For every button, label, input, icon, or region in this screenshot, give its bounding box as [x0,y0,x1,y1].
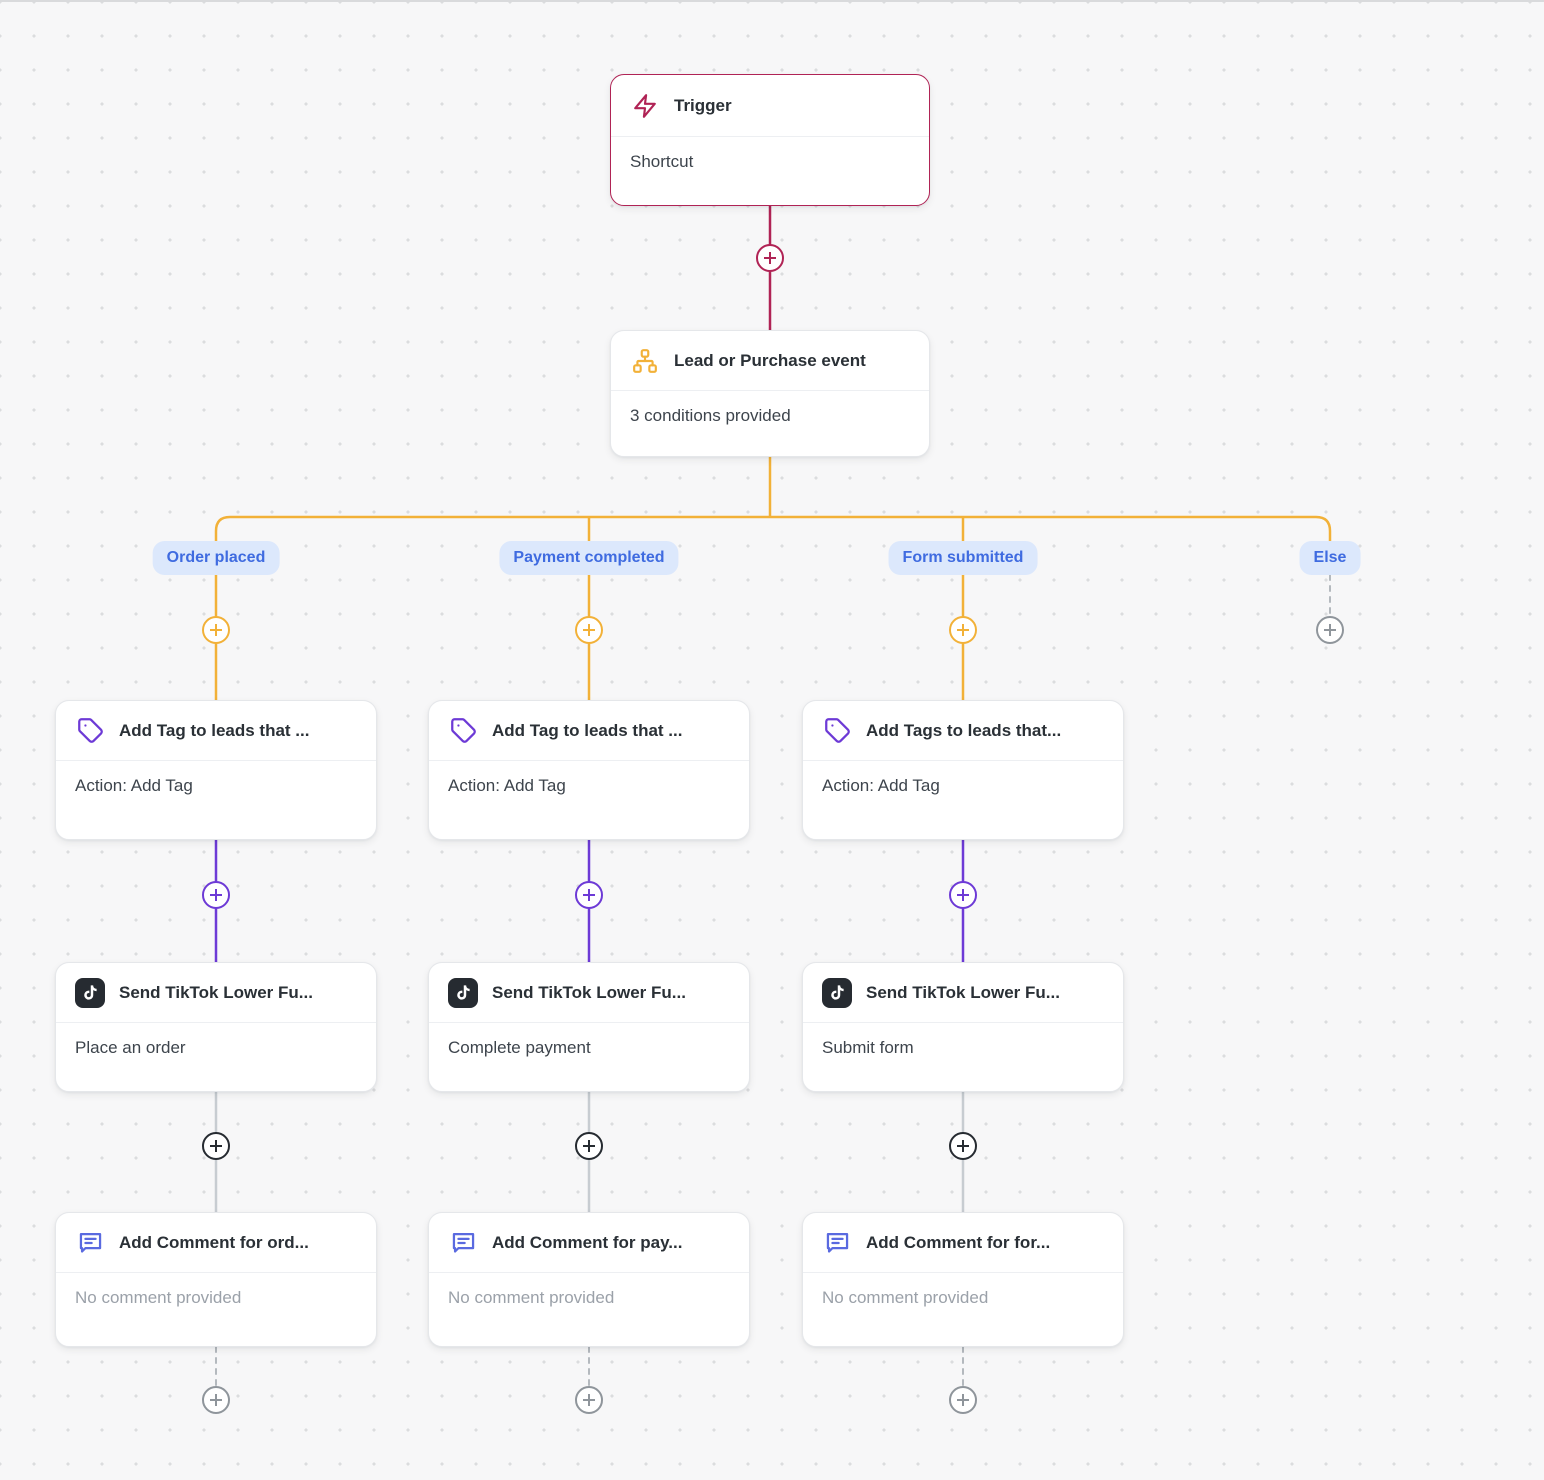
node-header: Add Comment for pay... [429,1213,749,1273]
add-step-button[interactable] [1316,616,1344,644]
node-title: Add Comment for for... [866,1232,1051,1252]
node-subtitle: No comment provided [448,1288,615,1307]
add-step-button[interactable] [575,881,603,909]
condition-node-title: Lead or Purchase event [674,350,866,370]
add-tag-node[interactable]: Add Tag to leads that ... Action: Add Ta… [428,700,750,840]
node-subtitle: No comment provided [75,1288,242,1307]
connector-branch-rail [214,515,1332,541]
add-step-button[interactable] [949,1132,977,1160]
node-header: Add Tags to leads that... [803,701,1123,761]
tag-icon [448,716,478,746]
branch-label-form-submitted[interactable]: Form submitted [888,541,1038,575]
node-header: Add Tag to leads that ... [56,701,376,761]
node-title: Add Tag to leads that ... [492,720,683,740]
comment-icon [75,1228,105,1258]
tag-icon [822,716,852,746]
send-tiktok-node[interactable]: Send TikTok Lower Fu... Place an order [55,962,377,1092]
add-step-button[interactable] [202,616,230,644]
node-header: Add Comment for ord... [56,1213,376,1273]
node-header: Send TikTok Lower Fu... [429,963,749,1023]
add-step-button[interactable] [575,616,603,644]
node-header: Add Tag to leads that ... [429,701,749,761]
add-comment-node[interactable]: Add Comment for ord... No comment provid… [55,1212,377,1347]
node-subtitle: Action: Add Tag [822,776,940,795]
node-subtitle: Submit form [822,1038,914,1057]
condition-node-header: Lead or Purchase event [611,331,929,391]
add-tag-node[interactable]: Add Tags to leads that... Action: Add Ta… [802,700,1124,840]
branch-label-order-placed[interactable]: Order placed [152,541,280,575]
add-step-button[interactable] [949,616,977,644]
add-step-button[interactable] [202,1132,230,1160]
tiktok-icon [75,977,105,1008]
tag-icon [75,716,105,746]
add-comment-node[interactable]: Add Comment for for... No comment provid… [802,1212,1124,1347]
add-step-button[interactable] [202,1386,230,1414]
node-title: Add Tags to leads that... [866,720,1062,740]
branch-label-else[interactable]: Else [1299,541,1361,575]
trigger-node[interactable]: Trigger Shortcut [610,74,930,206]
add-tag-node[interactable]: Add Tag to leads that ... Action: Add Ta… [55,700,377,840]
zap-icon [630,91,660,121]
network-icon [630,346,660,376]
node-title: Send TikTok Lower Fu... [492,982,686,1002]
canvas-top-edge [0,0,1544,2]
trigger-node-title: Trigger [674,95,732,115]
add-step-button[interactable] [575,1132,603,1160]
add-step-button[interactable] [202,881,230,909]
tiktok-icon [448,977,478,1008]
send-tiktok-node[interactable]: Send TikTok Lower Fu... Complete payment [428,962,750,1092]
node-title: Send TikTok Lower Fu... [866,982,1060,1002]
send-tiktok-node[interactable]: Send TikTok Lower Fu... Submit form [802,962,1124,1092]
node-subtitle: Complete payment [448,1038,591,1057]
node-title: Add Tag to leads that ... [119,720,310,740]
node-subtitle: Action: Add Tag [75,776,193,795]
node-header: Add Comment for for... [803,1213,1123,1273]
node-header: Send TikTok Lower Fu... [56,963,376,1023]
node-header: Send TikTok Lower Fu... [803,963,1123,1023]
tiktok-icon [822,977,852,1008]
node-subtitle: Place an order [75,1038,186,1057]
add-comment-node[interactable]: Add Comment for pay... No comment provid… [428,1212,750,1347]
branch-label-payment-completed[interactable]: Payment completed [499,541,679,575]
trigger-node-subtitle: Shortcut [630,152,694,171]
trigger-node-header: Trigger [611,75,929,137]
condition-node[interactable]: Lead or Purchase event 3 conditions prov… [610,330,930,457]
condition-node-subtitle: 3 conditions provided [630,406,791,425]
comment-icon [822,1228,852,1258]
node-title: Add Comment for pay... [492,1232,683,1252]
add-step-button[interactable] [949,1386,977,1414]
node-subtitle: No comment provided [822,1288,989,1307]
add-step-button[interactable] [575,1386,603,1414]
node-title: Add Comment for ord... [119,1232,309,1252]
add-step-button[interactable] [949,881,977,909]
comment-icon [448,1228,478,1258]
node-subtitle: Action: Add Tag [448,776,566,795]
node-title: Send TikTok Lower Fu... [119,982,313,1002]
add-step-button[interactable] [756,244,784,272]
